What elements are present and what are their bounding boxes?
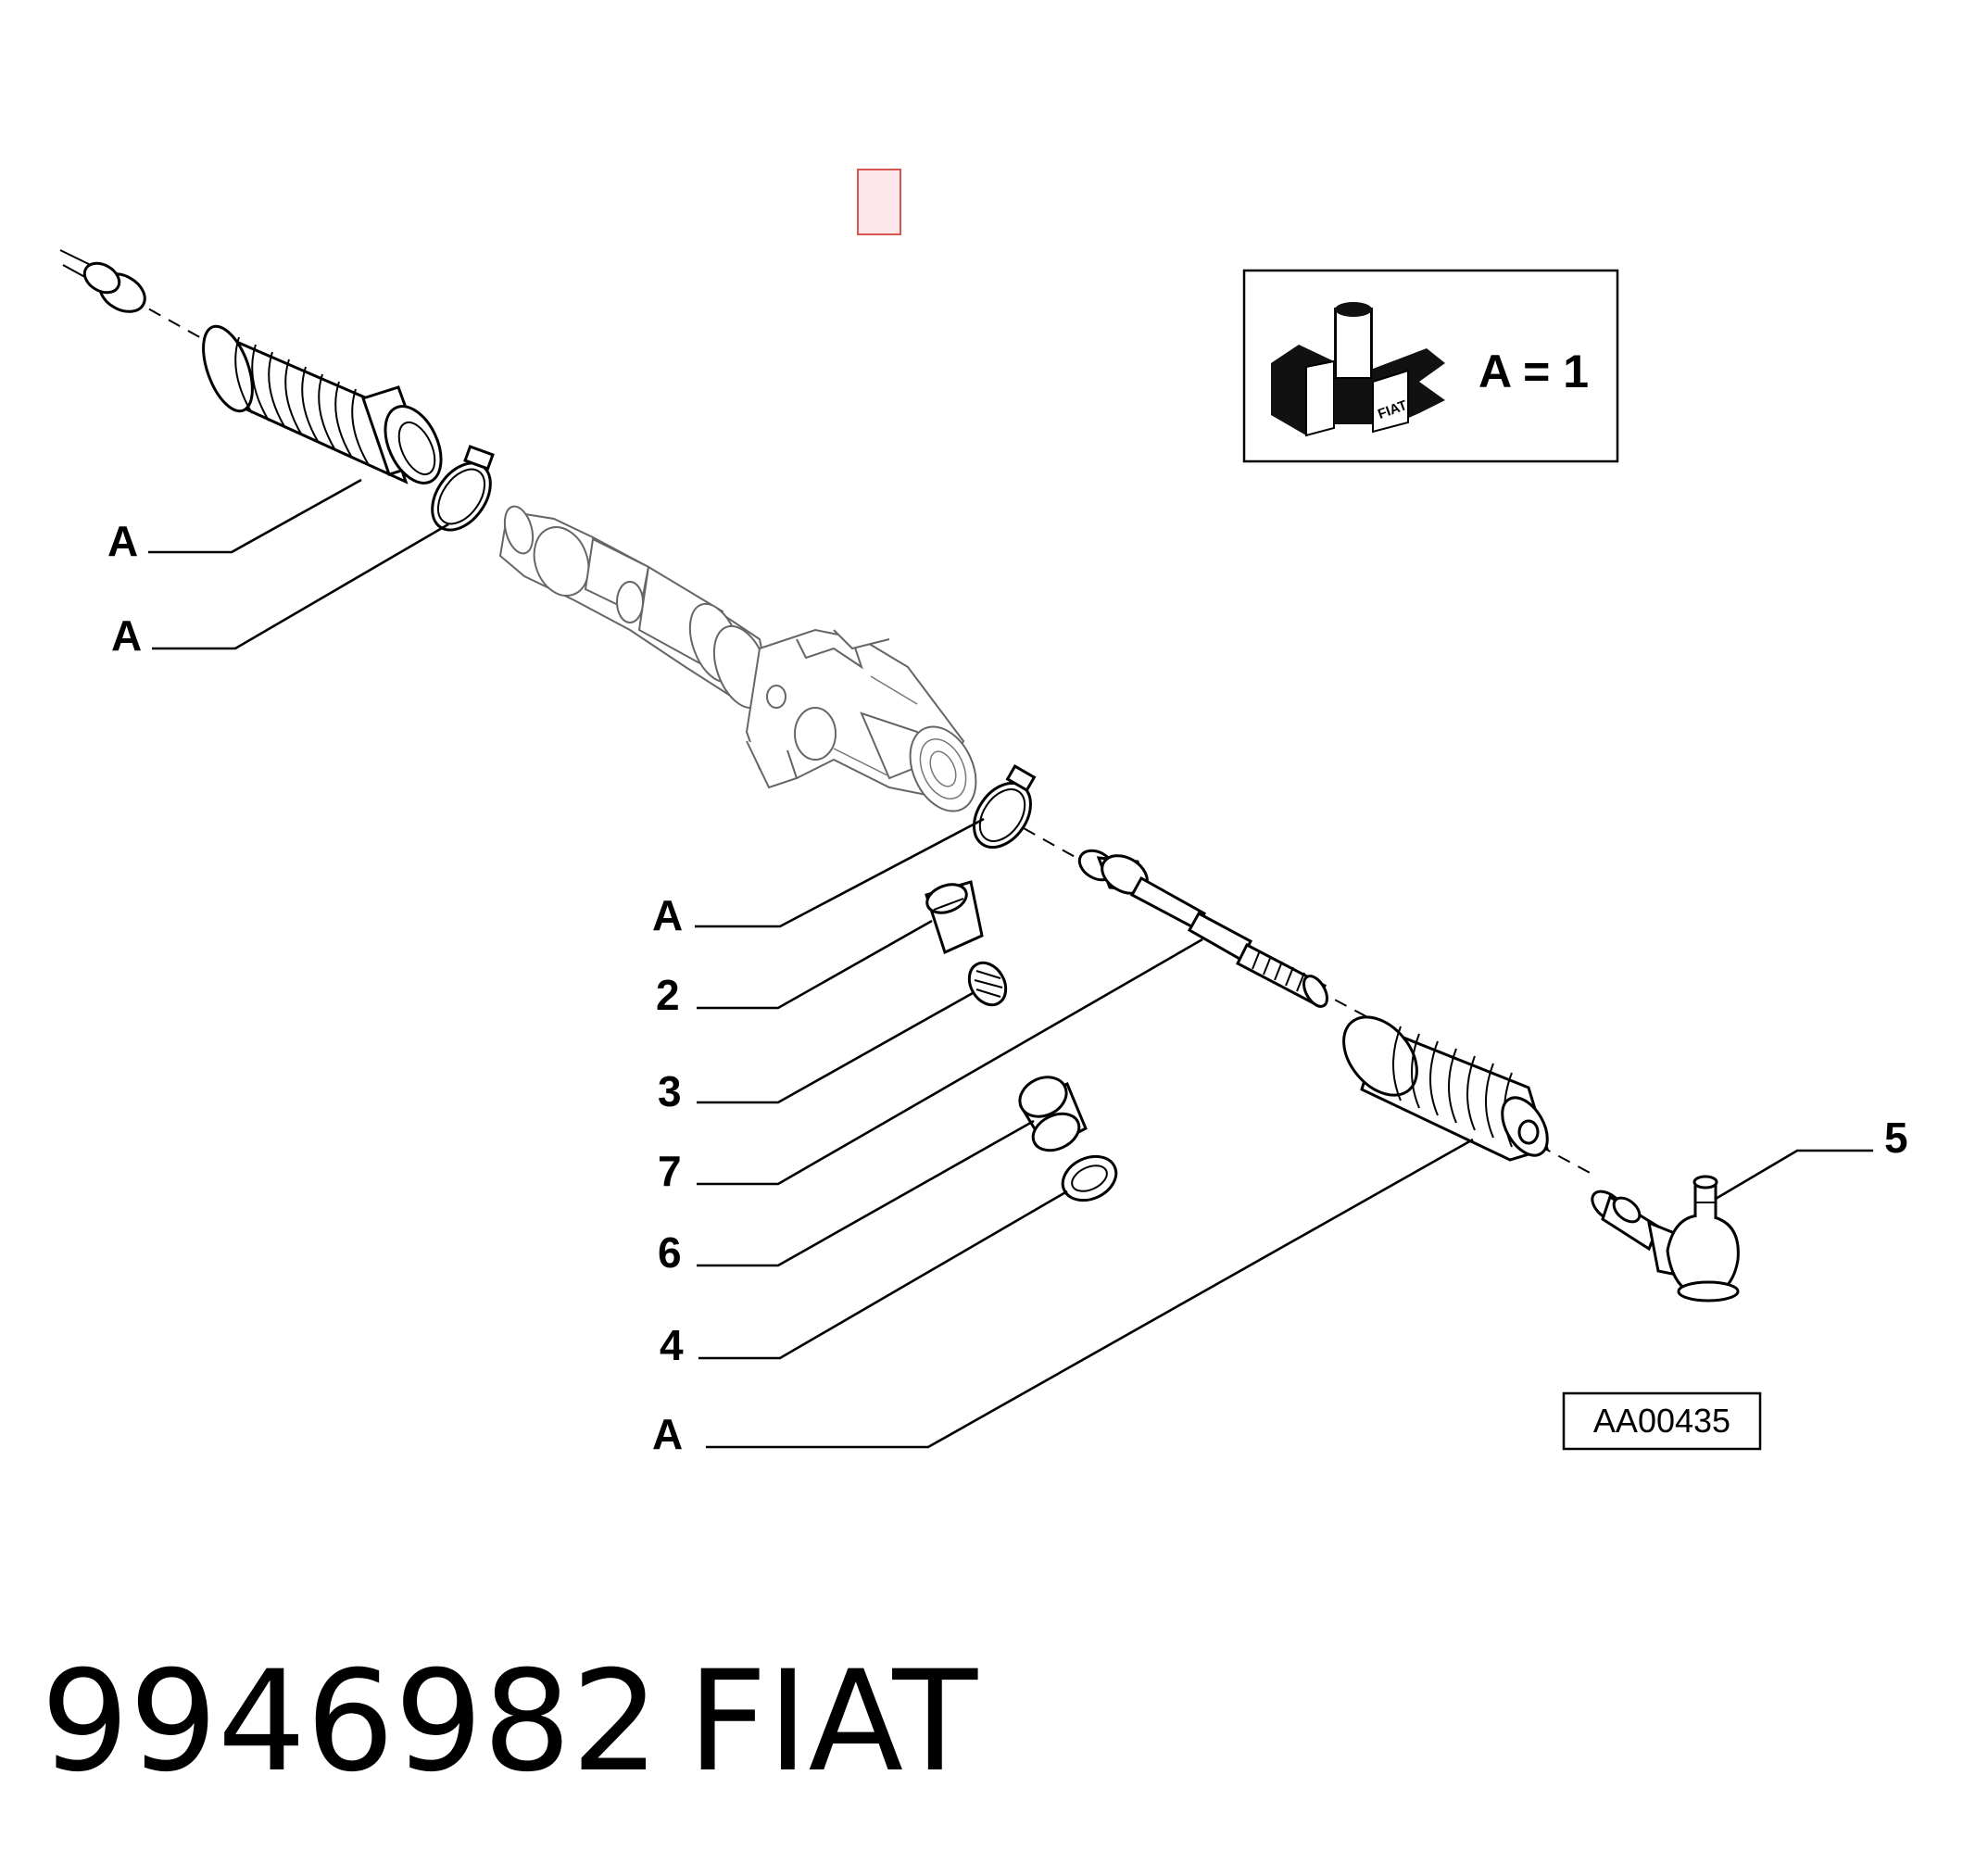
- part-2-thrust-piece: [925, 880, 984, 955]
- legend-text: A = 1: [1478, 346, 1589, 397]
- callout-labels: A A A 2 3 7 6 4 A 5: [107, 517, 1908, 1458]
- callout-a-left-clamp: A: [111, 611, 142, 660]
- callout-7: 7: [658, 1147, 682, 1195]
- repair-kit-icon: FIAT: [1271, 302, 1445, 437]
- inner-tie-rod-end: [59, 249, 146, 313]
- reference-code: AA00435: [1593, 1402, 1730, 1440]
- callout-a-right-clamp: A: [652, 891, 683, 939]
- callout-a-left-boot: A: [107, 517, 138, 565]
- callout-3: 3: [658, 1067, 682, 1115]
- leader-lines: [148, 478, 1873, 1449]
- part-3-spring: [967, 961, 1008, 1007]
- right-bellows-boot: [1342, 1015, 1549, 1162]
- reference-code-box: AA00435: [1562, 1391, 1762, 1451]
- steering-rack-housing: [498, 505, 977, 812]
- part-4-ring: [1061, 1154, 1118, 1202]
- part-6-bush: [1018, 1076, 1088, 1152]
- callout-6: 6: [658, 1228, 682, 1277]
- part-5-tie-rod-end: [1591, 1175, 1740, 1303]
- footer-brand: FIAT: [687, 1642, 978, 1803]
- part-7-inner-tie-rod: [1077, 849, 1328, 1008]
- footer-part-number: 9946982: [41, 1642, 660, 1803]
- footer: 9946982 FIAT: [41, 1642, 978, 1803]
- kit-legend: FIAT A = 1: [1242, 269, 1619, 463]
- callout-4: 4: [660, 1321, 684, 1369]
- callout-2: 2: [656, 971, 680, 1019]
- callout-5: 5: [1884, 1114, 1908, 1162]
- left-clamp-ring: [431, 445, 495, 532]
- right-clamp-ring: [973, 764, 1037, 850]
- left-bellows-boot: [202, 324, 443, 485]
- callout-a-right-boot: A: [652, 1410, 683, 1458]
- highlight-marker: [857, 169, 901, 235]
